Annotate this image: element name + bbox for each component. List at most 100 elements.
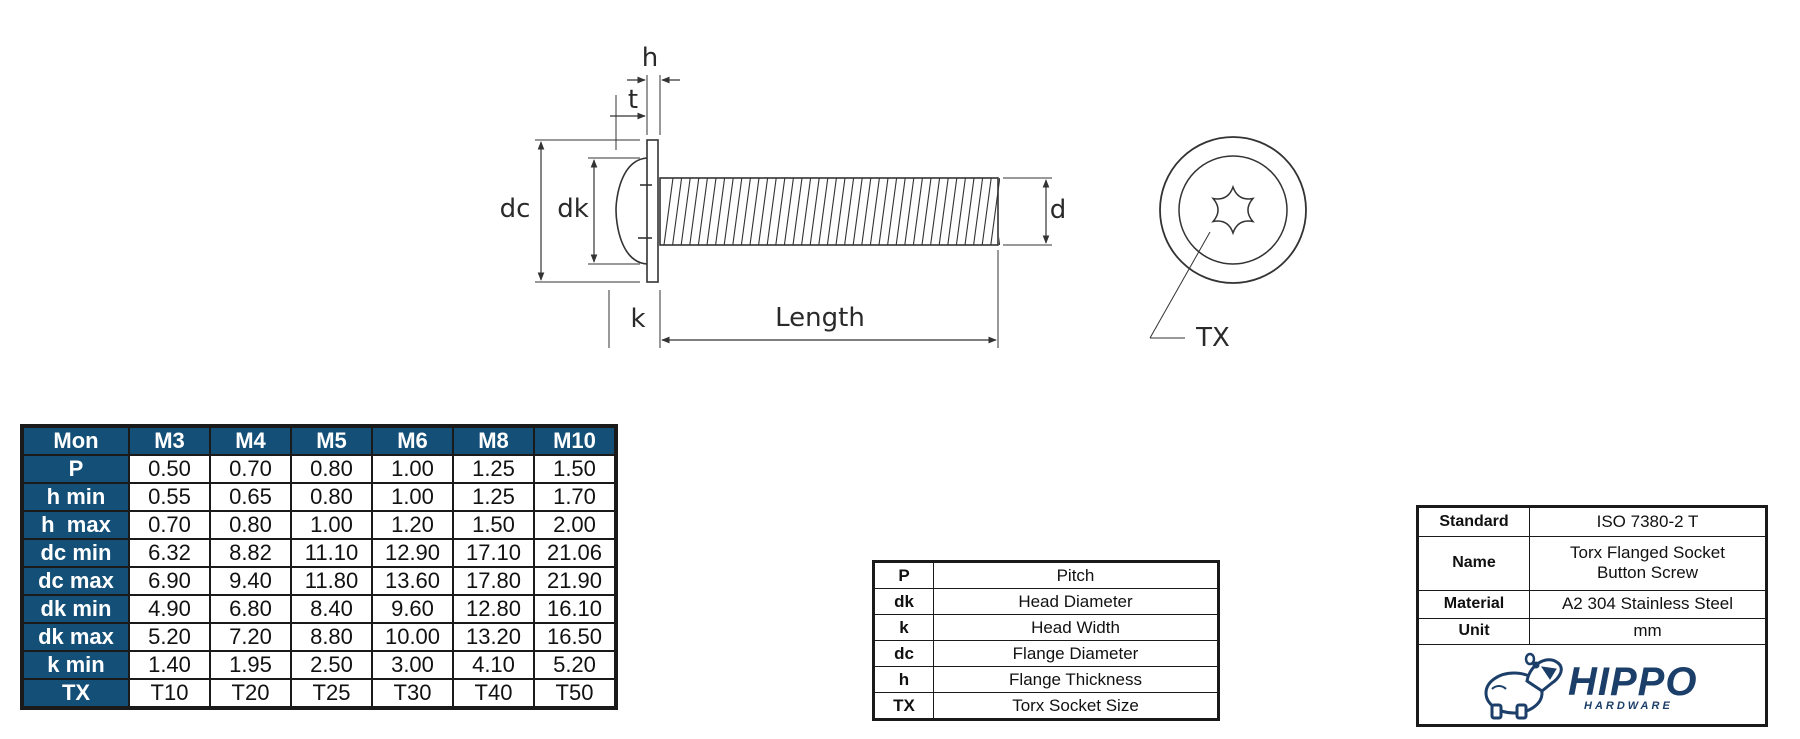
table-cell: 1.00 — [290, 510, 373, 540]
table-cell: 11.10 — [290, 538, 373, 568]
table-cell: 1.25 — [452, 482, 535, 512]
row-label: h max — [22, 510, 130, 540]
table-cell: 16.50 — [533, 622, 616, 652]
table-cell: 7.20 — [209, 622, 292, 652]
table-cell: 17.80 — [452, 566, 535, 596]
legend-meaning: Head Diameter — [933, 588, 1219, 615]
table-cell: 1.00 — [371, 454, 454, 484]
table-cell: 5.20 — [128, 622, 211, 652]
spec-row-unit: Unit mm — [1419, 617, 1765, 645]
table-cell: 0.70 — [209, 454, 292, 484]
legend-symbol: dk — [873, 588, 934, 615]
table-cell: 1.00 — [371, 482, 454, 512]
spec-row-standard: Standard ISO 7380-2 T — [1419, 508, 1765, 537]
torx-socket-icon — [1211, 184, 1255, 236]
header-cell: M6 — [371, 426, 454, 456]
legend-meaning: Torx Socket Size — [933, 692, 1219, 720]
table-cell: 2.00 — [533, 510, 616, 540]
legend-meaning: Flange Diameter — [933, 640, 1219, 667]
spec-value: Torx Flanged Socket Button Screw — [1529, 535, 1765, 591]
table-cell: 13.20 — [452, 622, 535, 652]
spec-name-line: Button Screw — [1596, 563, 1699, 582]
spec-row-name: Name Torx Flanged Socket Button Screw — [1419, 535, 1765, 591]
side-view — [535, 75, 1052, 348]
table-cell: 3.00 — [371, 650, 454, 680]
spec-value: A2 304 Stainless Steel — [1529, 589, 1765, 619]
row-label: TX — [22, 678, 130, 708]
table-cell: 16.10 — [533, 594, 616, 624]
table-cell: 17.10 — [452, 538, 535, 568]
table-cell: 12.80 — [452, 594, 535, 624]
end-view — [1149, 136, 1307, 339]
spec-label: Unit — [1419, 617, 1530, 645]
flange-outline — [646, 139, 659, 283]
table-cell: 1.50 — [533, 454, 616, 484]
header-cell: M4 — [209, 426, 292, 456]
table-cell: 8.82 — [209, 538, 292, 568]
hippo-logo-svg: HIPPO HARDWARE — [1484, 652, 1697, 720]
table-header-row: Mon M3 M4 M5 M6 M8 M10 — [22, 426, 616, 456]
row-label: dk min — [22, 594, 130, 624]
table-cell: 4.10 — [452, 650, 535, 680]
label-dc: dc — [500, 194, 531, 224]
spec-label: Material — [1419, 589, 1530, 619]
legend-symbol: P — [873, 561, 934, 589]
legend-meaning: Head Width — [933, 614, 1219, 641]
table-cell: 21.90 — [533, 566, 616, 596]
table-cell: T50 — [533, 678, 616, 708]
header-cell: M8 — [452, 426, 535, 456]
spec-row-material: Material A2 304 Stainless Steel — [1419, 589, 1765, 619]
table-cell: 9.40 — [209, 566, 292, 596]
legend-symbol: dc — [873, 640, 934, 667]
table-cell: 1.70 — [533, 482, 616, 512]
table-cell: 0.80 — [209, 510, 292, 540]
legend-symbol: TX — [873, 692, 934, 720]
table-cell: 0.50 — [128, 454, 211, 484]
table-cell: 10.00 — [371, 622, 454, 652]
legend-meaning: Pitch — [933, 561, 1219, 589]
table-cell: T10 — [128, 678, 211, 708]
table-cell: 21.06 — [533, 538, 616, 568]
table-cell: T40 — [452, 678, 535, 708]
row-label: dc min — [22, 538, 130, 568]
head-circle — [1178, 155, 1288, 265]
label-tx: TX — [1195, 323, 1230, 353]
table-cell: T20 — [209, 678, 292, 708]
label-t: t — [628, 85, 638, 115]
row-label: k min — [22, 650, 130, 680]
table-cell: 1.20 — [371, 510, 454, 540]
table-cell: T25 — [290, 678, 373, 708]
threaded-shank-outline — [659, 177, 999, 246]
table-cell: 1.25 — [452, 454, 535, 484]
legend-symbol: k — [873, 614, 934, 641]
flange-circle — [1159, 136, 1307, 284]
table-cell: 1.95 — [209, 650, 292, 680]
label-d: d — [1050, 195, 1067, 225]
hippo-mascot-icon — [1484, 652, 1563, 720]
table-cell: 0.65 — [209, 482, 292, 512]
table-cell: 0.80 — [290, 454, 373, 484]
spec-name-line: Torx Flanged Socket — [1570, 543, 1725, 562]
header-cell: M5 — [290, 426, 373, 456]
legend-symbol: h — [873, 666, 934, 693]
brand-name: HIPPO — [1568, 660, 1697, 704]
label-k: k — [630, 304, 645, 334]
row-label: h min — [22, 482, 130, 512]
button-head-outline — [615, 157, 648, 265]
table-cell: 2.50 — [290, 650, 373, 680]
row-label: dk max — [22, 622, 130, 652]
row-label: dc max — [22, 566, 130, 596]
spec-label: Name — [1419, 535, 1530, 591]
